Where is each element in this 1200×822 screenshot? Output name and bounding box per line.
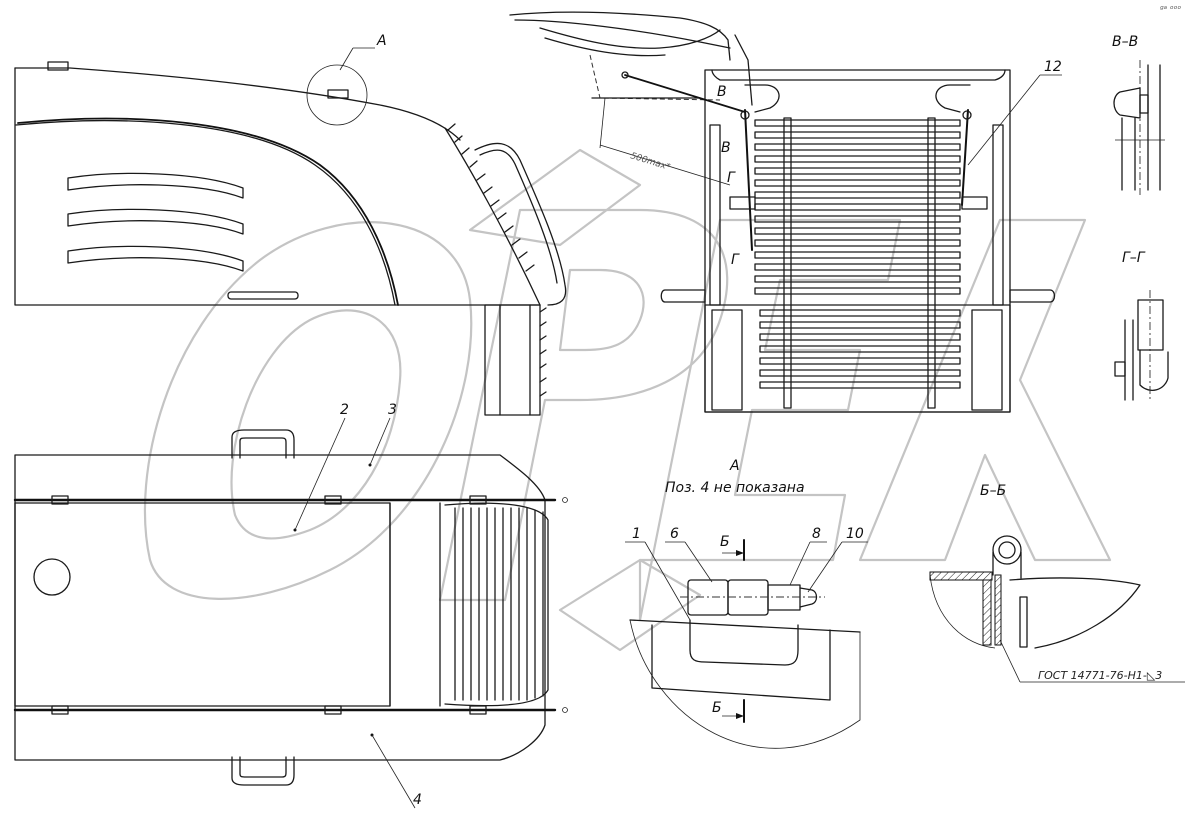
view-a-detail: А Поз. 4 не показана 1 6 8 10 Б Б <box>625 458 868 749</box>
view-a-label: А <box>376 33 387 49</box>
position-8: 8 <box>812 526 821 542</box>
position-6: 6 <box>670 526 679 542</box>
section-mark-b-top: Б <box>720 534 730 550</box>
section-mark-v-top: В <box>717 84 727 100</box>
view-a-note: Поз. 4 не показана <box>665 480 805 496</box>
corner-mark: ᵍᵃ ᵒᵒᵒ <box>1160 5 1181 15</box>
section-vv: В–В <box>1112 34 1165 195</box>
dimension-label: 500max* <box>629 151 672 173</box>
position-3: 3 <box>388 402 397 418</box>
view-a-title: А <box>729 458 740 474</box>
section-mark-b-bottom: Б <box>712 700 722 716</box>
position-12: 12 <box>1044 59 1062 75</box>
section-gg-title: Г–Г <box>1122 250 1146 266</box>
position-2: 2 <box>340 402 349 418</box>
section-mark-v-bottom: В <box>721 140 731 156</box>
section-vv-title: В–В <box>1112 34 1138 50</box>
watermark-logo <box>143 148 1112 652</box>
gost-note: ГОСТ 14771-76-Н1-◺3 <box>1038 669 1162 682</box>
front-view: 500max* В В Г Г 12 <box>509 11 1062 413</box>
position-1: 1 <box>632 526 641 542</box>
position-10: 10 <box>846 526 864 542</box>
side-view: А <box>14 33 567 416</box>
section-mark-g-bottom: Г <box>731 252 740 268</box>
position-4: 4 <box>413 792 422 808</box>
section-bb-title: Б–Б <box>980 483 1006 499</box>
section-mark-g-top: Г <box>727 170 736 186</box>
top-view: 2 3 4 <box>13 402 568 809</box>
section-bb: Б–Б ГОСТ 14771-76-Н1-◺3 <box>929 483 1185 683</box>
section-gg: Г–Г <box>1114 250 1169 401</box>
